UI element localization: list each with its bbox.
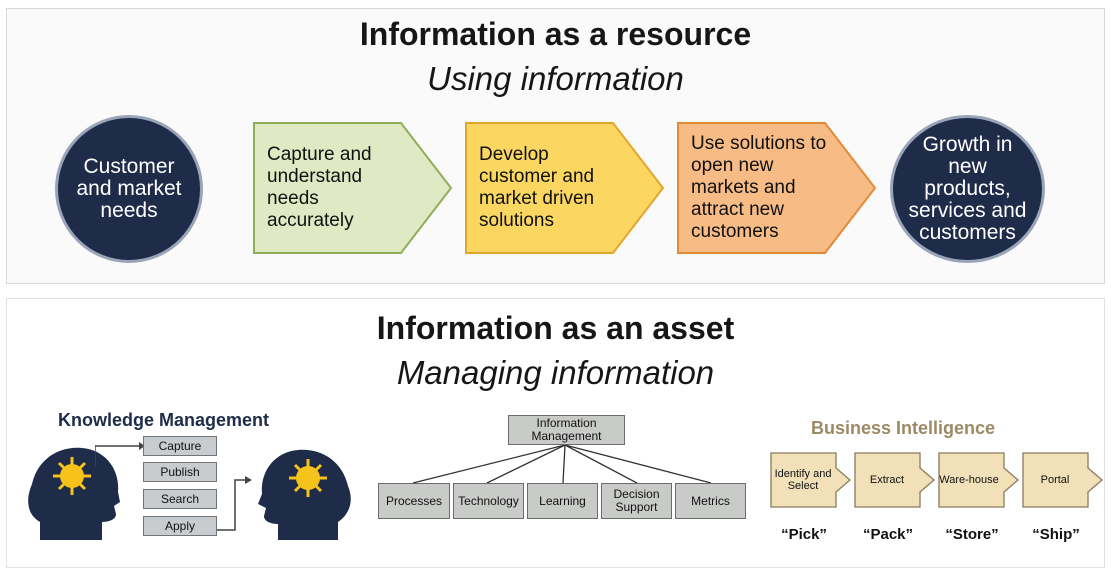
km-step-publish: Publish [143,462,217,482]
im-child-technology: Technology [453,483,524,519]
km-connector-lines [95,442,252,531]
bi-arrow-shape [854,452,935,508]
bi-step-identify: Identify and Select [770,452,852,508]
resource-subtitle: Using information [427,60,684,97]
resource-title: Information as a resource [359,16,752,52]
bi-arrow-shape [1022,452,1103,508]
arrow-shape [253,122,453,254]
arrow-shape [465,122,665,254]
step-use-label: Use solutions to open new markets and at… [691,133,827,242]
im-child-metrics: Metrics [675,483,746,519]
step-develop-label: Develop customer and market driven solut… [479,144,595,231]
step-develop-arrow: Develop customer and market driven solut… [465,122,665,254]
bi-step-portal-label: Portal [1040,474,1070,486]
step-capture-arrow: Capture and understand needs accurately [253,122,453,254]
km-step-capture: Capture [143,436,217,456]
bi-step-warehouse: Ware-house [938,452,1020,508]
bi-step-identify-label: Identify and Select [774,468,832,492]
bi-arrow-shape [938,452,1019,508]
thinking-head-left-icon [28,447,120,540]
step-capture-label: Capture and understand needs accurately [267,144,372,231]
bi-step-extract-label: Extract [869,474,905,486]
customer-needs-circle: Customer and market needs [55,115,203,263]
km-title: Knowledge Management [58,410,270,430]
im-root: Information Management [508,415,625,445]
im-child-processes: Processes [378,483,450,519]
growth-circle: Growth in new products, services and cus… [890,115,1045,263]
bi-label-pack: “Pack” [862,526,914,543]
bi-label-ship: “Ship” [1032,526,1080,543]
asset-title: Information as an asset [376,310,735,346]
im-child-learning: Learning [527,483,598,519]
bi-label-pick: “Pick” [781,526,827,543]
bi-label-store: “Store” [945,526,999,543]
arrow-shape [677,122,877,254]
km-step-apply: Apply [143,516,217,536]
thinking-head-right-icon [258,449,351,540]
bi-title: Business Intelligence [811,418,996,438]
km-step-search: Search [143,489,217,509]
bi-arrow-shape [770,452,851,508]
im-child-decision-support: Decision Support [601,483,672,519]
growth-label: Growth in new products, services and cus… [908,133,1027,244]
im-tree-connectors [412,444,712,484]
bi-step-extract: Extract [854,452,936,508]
asset-subtitle: Managing information [396,354,715,391]
bi-step-portal: Portal [1022,452,1104,508]
step-use-arrow: Use solutions to open new markets and at… [677,122,877,254]
customer-needs-label: Customer and market needs [76,155,182,222]
bi-step-warehouse-label: Ware-house [939,474,999,486]
